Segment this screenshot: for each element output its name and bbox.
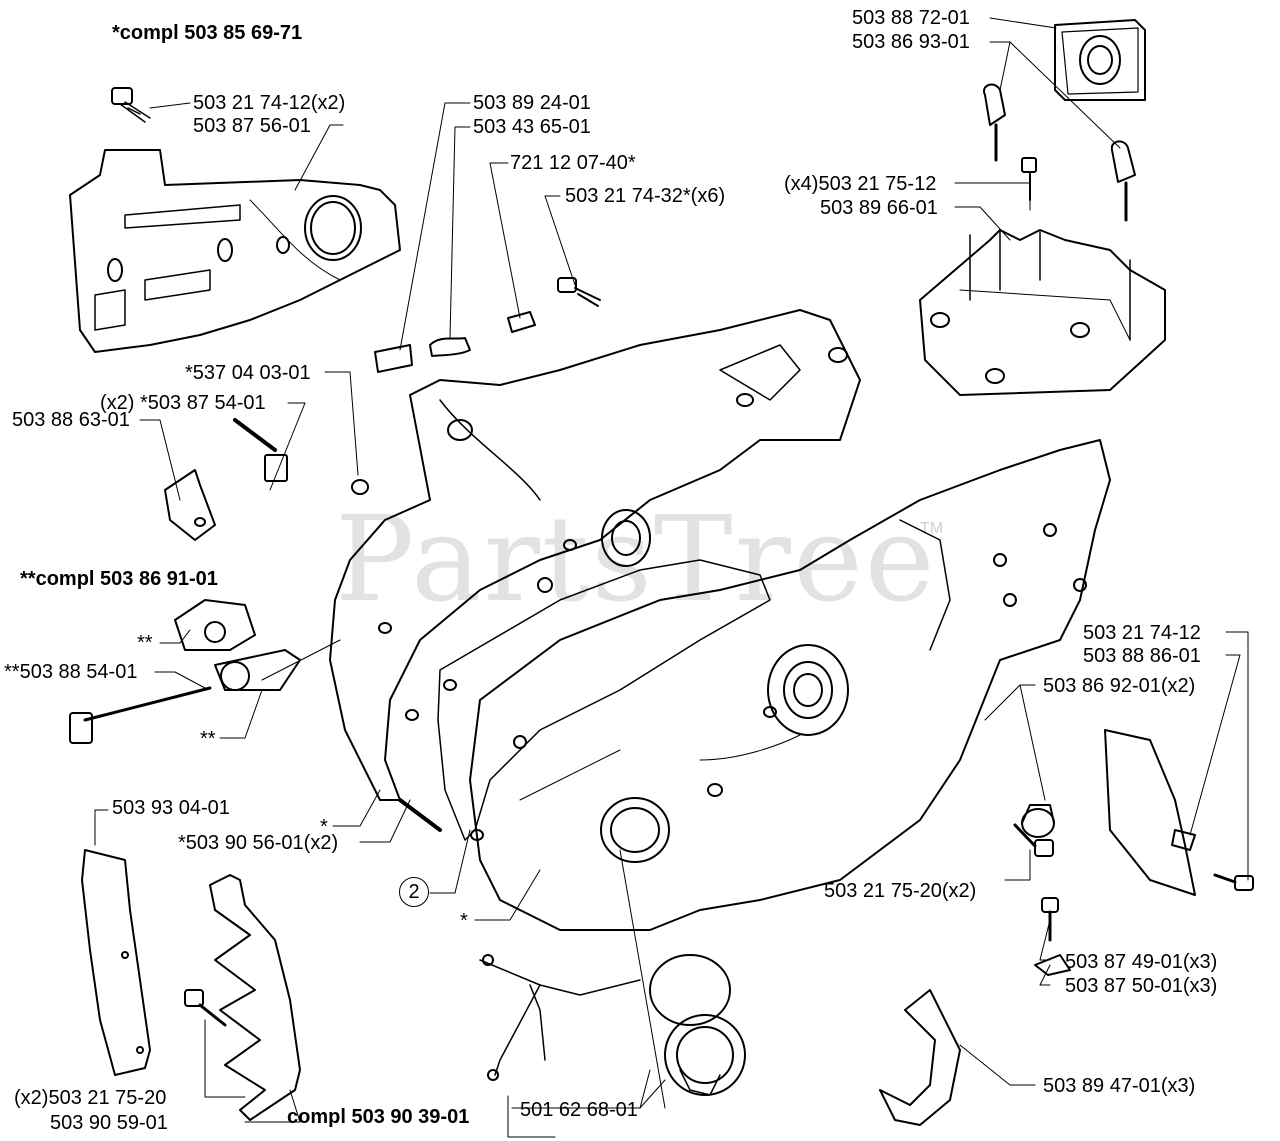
clutch-cover (69, 149, 401, 353)
part-label-503-89-47-01-x3: 503 89 47-01(x3) (1043, 1075, 1196, 1097)
part-label-503-88-54-01: **503 88 54-01 (4, 661, 138, 683)
part-label-asterisk-1: * (320, 816, 328, 838)
air-filter (983, 19, 1146, 222)
part-label-double-asterisk-1: ** (137, 632, 153, 654)
part-label-503-43-65-01: 503 43 65-01 (473, 116, 591, 138)
right-side-guard (1104, 729, 1254, 896)
part-label-503-89-24-01: 503 89 24-01 (473, 92, 591, 114)
part-label-x4-503-21-75-12: (x4)503 21 75-12 (784, 173, 937, 195)
part-label-503-93-04-01: 503 93 04-01 (112, 797, 230, 819)
part-label-503-88-63-01: 503 88 63-01 (12, 409, 130, 431)
crankcase-left (329, 309, 861, 801)
left-bracket (164, 469, 216, 541)
part-label-503-88-86-01: 503 88 86-01 (1083, 645, 1201, 667)
callout-circle-2: 2 (399, 877, 429, 907)
part-label-503-90-56-01-x2: *503 90 56-01(x2) (178, 832, 339, 854)
guide-pieces (374, 277, 601, 373)
part-label-503-21-74-12-x2: 503 21 74-12(x2) (193, 92, 346, 114)
screw-right-center (1013, 823, 1054, 857)
part-label-503-87-56-01: 503 87 56-01 (193, 115, 311, 137)
screw-and-washer (1034, 897, 1071, 976)
part-label-503-90-59-01: 503 90 59-01 (50, 1112, 168, 1134)
part-label-x2-503-87-54-01: (x2) *503 87 54-01 (100, 392, 266, 414)
part-label-503-87-50-01-x3: 503 87 50-01(x3) (1065, 975, 1218, 997)
part-label-503-21-75-20-x2: 503 21 75-20(x2) (824, 880, 977, 902)
chain-catcher (879, 989, 961, 1126)
part-label-503-89-66-01: 503 89 66-01 (820, 197, 938, 219)
part-label-503-86-92-01-x2: 503 86 92-01(x2) (1043, 675, 1196, 697)
part-label-asterisk-2: * (460, 910, 468, 932)
guard-plate (81, 849, 151, 1076)
gasket (437, 559, 771, 841)
part-label-503-87-49-01-x3: 503 87 49-01(x3) (1065, 951, 1218, 973)
part-label-503-88-72-01: 503 88 72-01 (852, 7, 970, 29)
spacer-sleeve (1021, 804, 1055, 838)
part-label-double-asterisk-2: ** (200, 728, 216, 750)
group-label-compl-503-85-69-71: *compl 503 85 69-71 (112, 22, 303, 44)
part-label-721-12-07-40: 721 12 07-40* (510, 152, 636, 174)
part-label-503-21-74-32-x6: 503 21 74-32*(x6) (565, 185, 726, 207)
part-label-503-21-74-12: 503 21 74-12 (1083, 622, 1201, 644)
part-label-501-62-68-01: 501 62 68-01 (520, 1099, 638, 1121)
leader-lines (94, 17, 1249, 1138)
bumper-spike (184, 874, 301, 1121)
crankcase-right (469, 439, 1111, 931)
part-label-x2-503-21-75-20: (x2)503 21 75-20 (14, 1087, 167, 1109)
chain-tensioner (69, 599, 442, 832)
group-label-compl-503-90-39-01: compl 503 90 39-01 (287, 1106, 470, 1128)
fuel-cap (479, 954, 746, 1096)
screw-stud (233, 418, 369, 495)
carb-bracket (919, 229, 1166, 396)
group-label-compl-503-86-91-01: **compl 503 86 91-01 (20, 568, 218, 590)
part-label-503-86-93-01: 503 86 93-01 (852, 31, 970, 53)
part-label-537-04-03-01: *537 04 03-01 (185, 362, 311, 384)
screw-top-left (111, 87, 151, 123)
